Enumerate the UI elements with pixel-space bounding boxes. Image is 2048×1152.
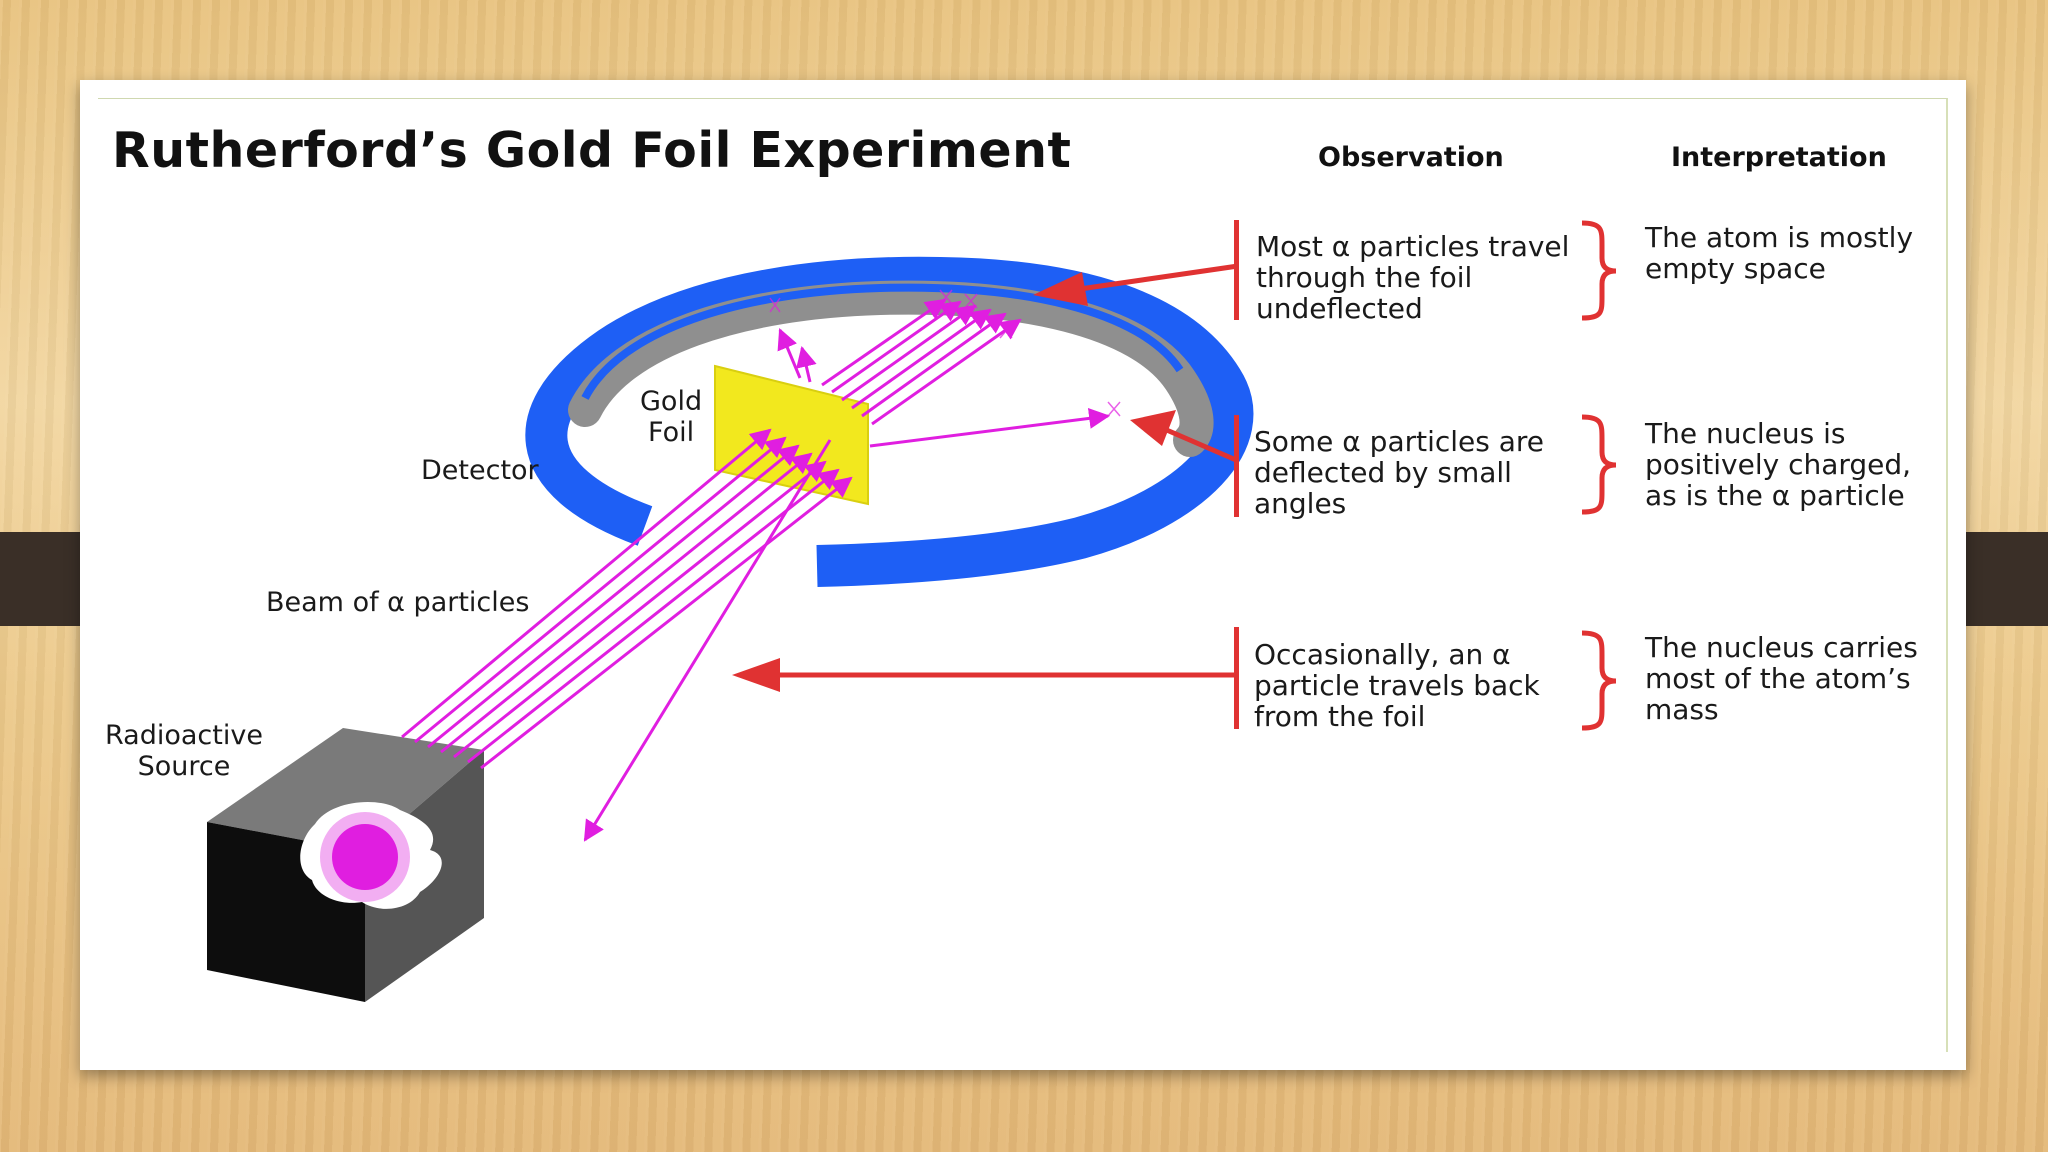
- detector-inner-surface: [568, 280, 1214, 457]
- gold-foil-label: Gold Foil: [640, 386, 703, 448]
- detector-flashes: [769, 289, 1121, 417]
- pointer-arrows: [732, 263, 1239, 692]
- braces: [1581, 220, 1617, 731]
- small-angle-deflection: [869, 407, 1111, 448]
- undeflected-particles: [777, 298, 1022, 426]
- radioactive-source: [207, 728, 484, 1002]
- arrow-row-1: [1079, 263, 1239, 292]
- detector-ring: [525, 256, 1254, 587]
- interpretation-2: The nucleus is positively charged, as is…: [1645, 417, 1912, 512]
- beam-label: Beam of α particles: [266, 587, 530, 618]
- alpha-emitter: [332, 824, 398, 890]
- slide: Rutherford’s Gold Foil Experiment Observ…: [80, 80, 1966, 1070]
- brace-2: [1581, 414, 1617, 515]
- interpretation-3: The nucleus carries most of the atom’s m…: [1645, 631, 1918, 726]
- interpretation-1: The atom is mostly empty space: [1645, 221, 1914, 285]
- observation-heading: Observation: [1318, 142, 1504, 173]
- detector-label: Detector: [421, 455, 539, 486]
- interpretation-heading: Interpretation: [1671, 142, 1887, 173]
- experiment-diagram: [207, 220, 1617, 1002]
- observation-2: Some α particles are deflected by small …: [1254, 425, 1545, 520]
- wood-tab-left: [0, 532, 84, 626]
- brace-3: [1581, 630, 1617, 731]
- observation-3: Occasionally, an α particle travels back…: [1254, 638, 1540, 733]
- source-label: Radioactive Source: [105, 720, 263, 782]
- alpha-beam: [401, 428, 853, 770]
- brace-1: [1581, 220, 1617, 321]
- slide-title: Rutherford’s Gold Foil Experiment: [112, 122, 1072, 179]
- observation-1: Most α particles travel through the foil…: [1256, 230, 1570, 325]
- arrow-row-2: [1161, 425, 1237, 463]
- observation-bars: [1234, 220, 1239, 729]
- backscatter-particle: [583, 439, 832, 842]
